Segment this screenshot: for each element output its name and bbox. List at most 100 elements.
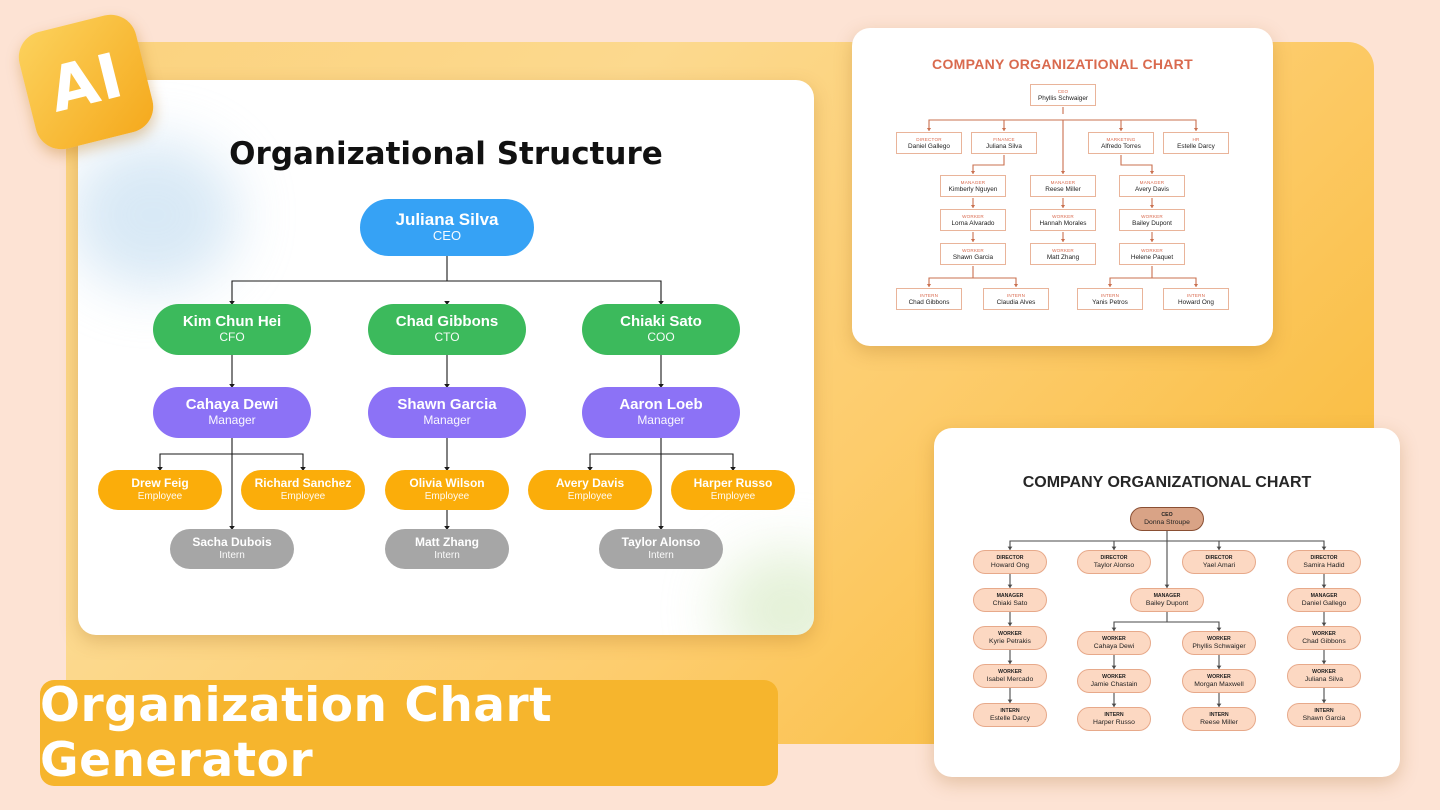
node-name: Daniel Gallego [908,142,950,150]
node-role: INTERN [1000,708,1020,714]
node-name: Taylor Alonso [621,535,701,550]
node-role: DIRECTOR [1310,555,1338,561]
node-name: Hannah Morales [1039,219,1087,227]
arrowhead [1321,546,1327,550]
main-chart-connectors [157,255,736,530]
arrowhead [730,467,736,471]
node-role: Employee [137,491,183,503]
node-role: INTERN [1314,708,1334,714]
node-role: CEO [432,228,462,244]
node-name: Olivia Wilson [409,476,485,491]
arrowhead [1111,703,1117,707]
arrowhead [1060,171,1066,174]
arrowhead [1216,703,1222,707]
node-role: MANAGER [996,593,1024,599]
node-role: WORKER [1312,669,1336,675]
node-name: Howard Ong [990,562,1030,569]
arrowhead [444,301,450,305]
arrowhead [1060,205,1066,208]
node-name: Chad Gibbons [395,313,499,331]
node-role: WORKER [962,247,984,253]
node-role: MARKETING [1106,136,1136,142]
node-name: Estelle Darcy [989,715,1031,722]
node-role: WORKER [1207,674,1231,680]
node-name: Richard Sanchez [254,476,352,491]
connector-line [972,155,1005,174]
connector-line [928,277,1017,287]
arrowhead [926,284,932,287]
node-role: Intern [434,550,460,562]
node-role: INTERN [919,292,939,298]
connector-line [231,280,662,301]
node-name: Kyrie Petrakis [989,638,1031,645]
node-role: Employee [424,491,470,503]
node-name: Matt Zhang [1046,253,1080,261]
arrowhead [1216,665,1222,669]
node-role: Manager [637,412,685,427]
node-name: Juliana Silva [395,209,499,229]
node-name: Shawn Garcia [952,253,994,261]
node-role: WORKER [1141,247,1163,253]
node-role: COO [647,329,675,344]
arrowhead [1193,284,1199,287]
node-name: Alfredo Torres [1101,142,1141,150]
arrowhead [1007,622,1013,626]
node-role: Employee [567,491,613,503]
arrowhead [1107,284,1113,287]
arrowhead [1007,584,1013,588]
node-name: Juliana Silva [986,142,1022,150]
node-name: Morgan Maxwell [1194,681,1244,688]
node-name: Phyllis Schwaiger [1192,643,1246,650]
connector-line [589,453,734,467]
arrowhead [1007,660,1013,664]
node-name: Shawn Garcia [1302,715,1346,722]
top-right-chart-title: COMPANY ORGANIZATIONAL CHART [932,56,1193,72]
node-name: Howard Ong [1178,298,1214,306]
node-name: Claudia Alves [996,298,1036,306]
node-role: INTERN [1006,292,1026,298]
node-name: Samira Hadid [1303,562,1345,569]
top-right-chart-connectors [926,107,1199,287]
node-role: INTERN [1104,712,1124,718]
arrowhead [444,526,450,530]
node-name: Lorna Alvarado [951,219,995,227]
arrowhead [229,384,235,388]
node-role: WORKER [1312,631,1336,637]
node-role: WORKER [1141,213,1163,219]
node-role: WORKER [1102,674,1126,680]
node-role: CFO [219,329,245,344]
node-name: Chad Gibbons [908,298,950,306]
arrowhead [1118,128,1124,131]
node-name: Chiaki Sato [620,313,702,331]
node-name: Cahaya Dewi [1093,643,1135,650]
bottom-right-chart-title: COMPANY ORGANIZATIONAL CHART [1022,474,1312,491]
arrowhead [1216,627,1222,631]
